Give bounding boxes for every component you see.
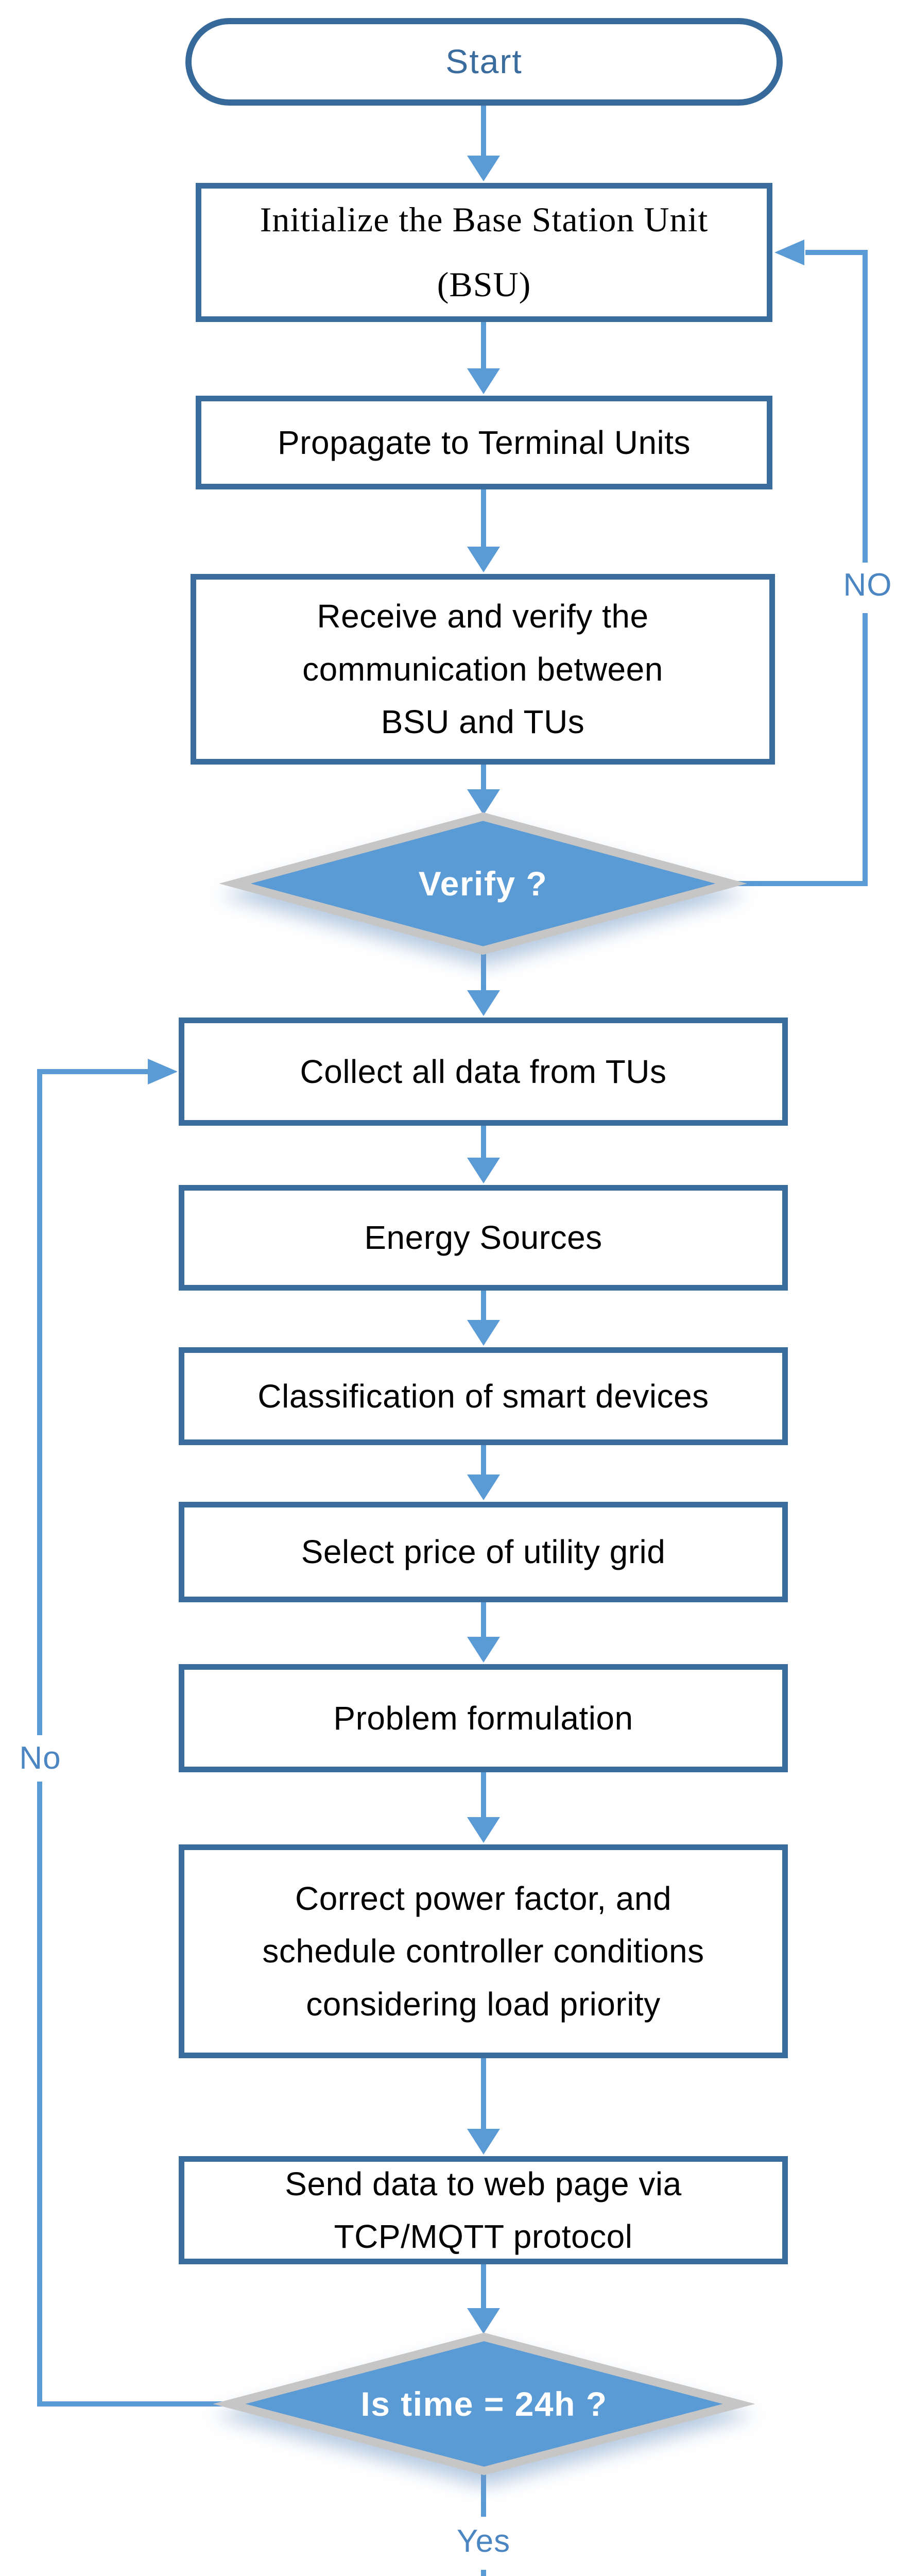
node-start: Start [185, 18, 783, 106]
node-energy-sources: Energy Sources [179, 1185, 788, 1291]
node-energy-sources-label: Energy Sources [364, 1219, 602, 1257]
arrowhead-into-send [467, 2129, 500, 2155]
arrowhead-into-timecheck [467, 2308, 500, 2334]
node-receive-verify: Receive and verify the communication bet… [191, 574, 775, 765]
node-classification: Classification of smart devices [179, 1347, 788, 1445]
arrowhead-no-into-collect [148, 1059, 178, 1084]
node-send-data: Send data to web page via TCP/MQTT proto… [179, 2156, 788, 2264]
node-receive-verify-label: Receive and verify the communication bet… [302, 598, 663, 741]
node-correct-power-factor-label: Correct power factor, and schedule contr… [262, 1879, 704, 2023]
node-problem-formulation: Problem formulation [179, 1664, 788, 1772]
node-init-bsu: Initialize the Base Station Unit (BSU) [196, 183, 772, 322]
node-start-label: Start [445, 42, 523, 81]
node-select-price: Select price of utility grid [179, 1502, 788, 1602]
node-classification-label: Classification of smart devices [257, 1377, 709, 1415]
arrowhead-into-verify [467, 789, 500, 815]
node-correct-power-factor: Correct power factor, and schedule contr… [179, 1844, 788, 2058]
node-collect-data: Collect all data from TUs [179, 1018, 788, 1126]
edge-verify-no-lower [731, 613, 868, 886]
edge-label-time-yes: Yes [456, 2523, 511, 2559]
arrowhead-into-correct [467, 1817, 500, 1843]
node-problem-formulation-label: Problem formulation [333, 1699, 633, 1737]
arrowhead-into-init [467, 156, 500, 181]
arrowhead-into-propagate [467, 368, 500, 394]
edge-time-no-upper [37, 1069, 149, 1735]
node-select-price-label: Select price of utility grid [301, 1533, 666, 1571]
arrowhead-no-into-init [774, 240, 804, 265]
arrowhead-into-collect [467, 990, 500, 1016]
node-propagate-label: Propagate to Terminal Units [277, 423, 691, 461]
arrowhead-into-select [467, 1475, 500, 1500]
node-init-bsu-label: Initialize the Base Station Unit (BSU) [260, 200, 709, 304]
arrowhead-into-classification [467, 1320, 500, 1346]
edge-time-no-lower [37, 1782, 229, 2406]
decision-timecheck-shape [213, 2332, 755, 2476]
node-collect-data-label: Collect all data from TUs [300, 1053, 667, 1090]
arrowhead-into-problem [467, 1637, 500, 1663]
node-send-data-label: Send data to web page via TCP/MQTT proto… [285, 2165, 682, 2255]
node-propagate: Propagate to Terminal Units [196, 396, 772, 489]
decision-timecheck-label: Is time = 24h ? [360, 2385, 608, 2423]
decision-verify-label: Verify ? [418, 865, 548, 903]
arrowhead-into-receive [467, 547, 500, 572]
edge-verify-no-upper [805, 250, 868, 563]
decision-verify-shape [219, 812, 747, 955]
edge-label-verify-no: NO [843, 567, 892, 603]
arrowhead-into-energy [467, 1158, 500, 1183]
edge-label-time-no: No [19, 1740, 61, 1776]
